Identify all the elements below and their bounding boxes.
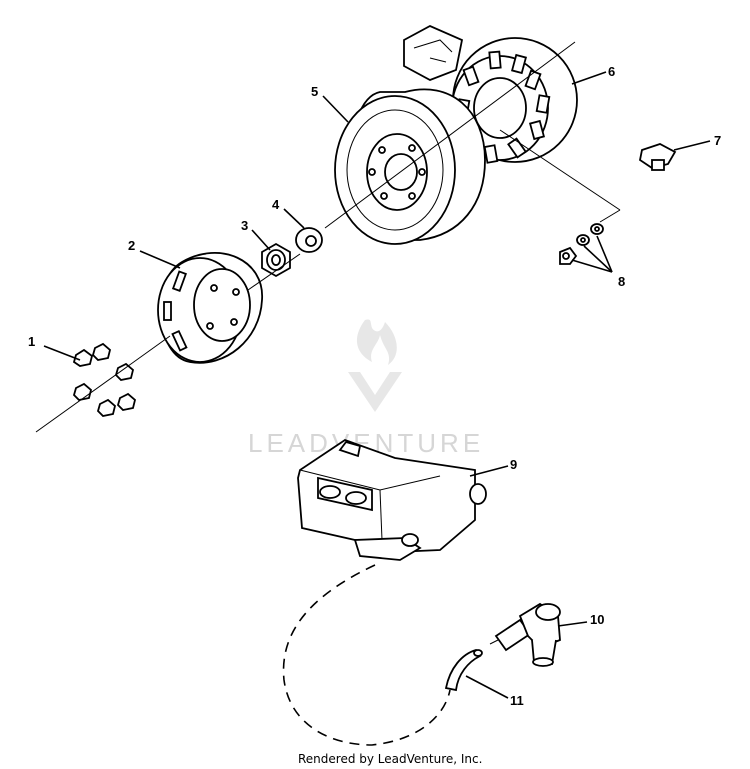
callout-5: 5 — [311, 84, 318, 99]
starter-cup-cover — [157, 252, 263, 364]
render-credit: Rendered by LeadVenture, Inc. — [298, 752, 482, 766]
assembly-center-lines — [35, 41, 621, 433]
callout-4: 4 — [272, 197, 280, 212]
callout-11: 11 — [510, 693, 524, 708]
watermark-logo — [348, 319, 402, 412]
leader-lines — [43, 71, 711, 699]
callout-9: 9 — [510, 457, 517, 472]
ignition-wire — [444, 648, 483, 692]
callout-10: 10 — [590, 612, 604, 627]
callout-7: 7 — [714, 133, 721, 148]
stator-plate — [403, 24, 578, 164]
flywheel — [334, 88, 486, 245]
wire-routing-dashed-line — [282, 564, 451, 746]
screws-and-washers — [559, 223, 604, 265]
callout-8: 8 — [618, 274, 625, 289]
clip — [638, 143, 677, 171]
cdi-module — [297, 438, 487, 561]
nut — [261, 242, 291, 278]
callout-3: 3 — [241, 218, 248, 233]
bolts — [72, 342, 137, 417]
callout-labels: 1 2 3 4 5 6 7 8 9 10 11 — [28, 64, 721, 708]
callout-1: 1 — [28, 334, 35, 349]
spark-plug-cap — [489, 602, 561, 667]
callout-2: 2 — [128, 238, 135, 253]
washer — [295, 227, 323, 253]
callout-6: 6 — [608, 64, 615, 79]
